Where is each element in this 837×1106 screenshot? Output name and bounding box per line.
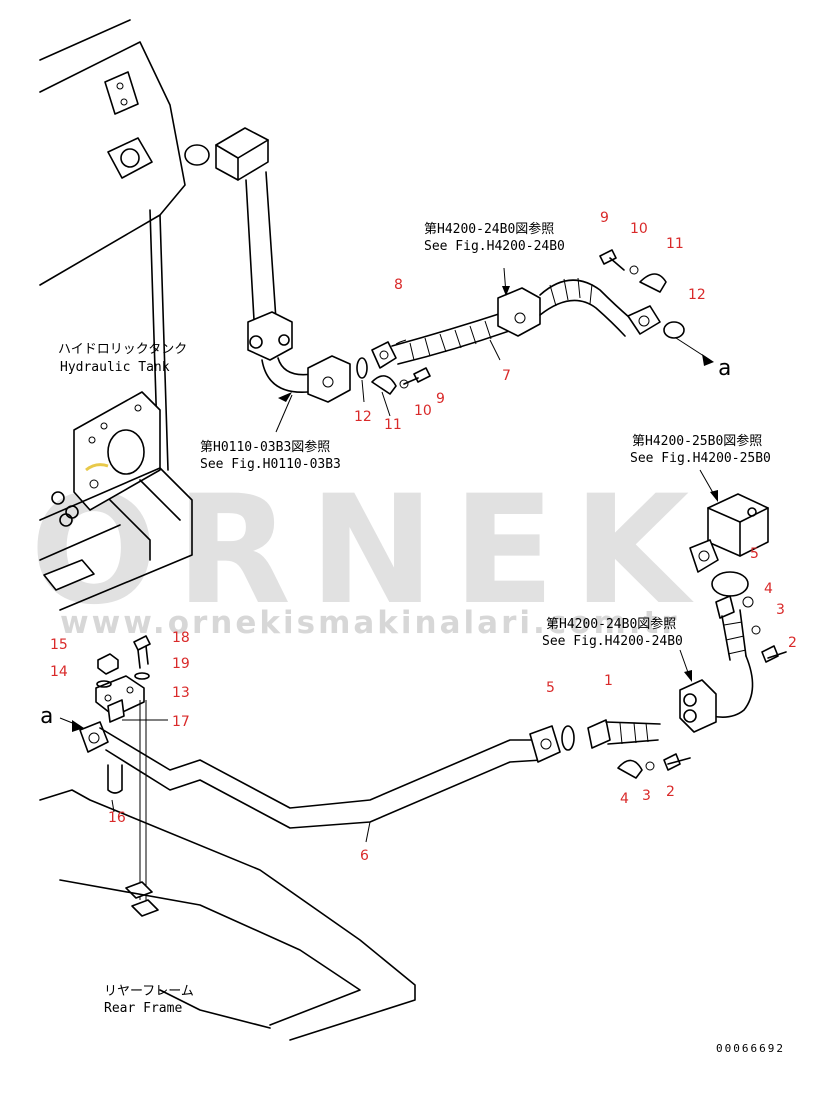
callout-7: 7 — [502, 368, 511, 384]
callout-17: 17 — [172, 714, 190, 730]
label-rear-frame-jp: リヤーフレーム — [104, 984, 194, 999]
label-connection-a-top: a — [718, 356, 731, 381]
callout-4-lower: 4 — [620, 791, 629, 807]
reference-labels: ハイドロリックタンク Hydraulic Tank 第H4200-24B0図参照… — [40, 221, 785, 1055]
callout-5-upper: 5 — [750, 546, 759, 562]
label-ref-h4200-24b0-mid-jp: 第H4200-24B0図参照 — [546, 616, 676, 632]
callout-18: 18 — [172, 630, 190, 646]
label-rear-frame-en: Rear Frame — [104, 1001, 182, 1016]
rear-frame — [39, 789, 416, 1041]
callout-11-lower: 11 — [384, 417, 402, 433]
label-drawing-number: 00066692 — [716, 1042, 785, 1055]
callout-10-lower: 10 — [414, 403, 432, 419]
callout-13: 13 — [172, 685, 190, 701]
label-hydraulic-tank-en: Hydraulic Tank — [60, 360, 170, 375]
highlight-mark — [85, 463, 109, 472]
callout-2-lower: 2 — [666, 784, 675, 800]
callout-8: 8 — [394, 277, 403, 293]
callout-19: 19 — [172, 656, 190, 672]
watermark-url: www.ornekismakinalari.com.tr — [60, 605, 680, 641]
bracket-assembly — [95, 635, 159, 917]
callout-11-upper: 11 — [666, 236, 684, 252]
watermark-brand: ORNEK — [30, 464, 707, 638]
label-connection-a-left: a — [40, 704, 53, 729]
callout-3-lower: 3 — [642, 788, 651, 804]
label-ref-h4200-24b0-mid-en: See Fig.H4200-24B0 — [542, 634, 683, 649]
tank-mount-plate — [73, 391, 161, 511]
callout-9-lower: 9 — [436, 391, 445, 407]
callout-6: 6 — [360, 848, 369, 864]
label-ref-h4200-24b0-top-en: See Fig.H4200-24B0 — [424, 239, 565, 254]
hose-1 — [587, 595, 787, 779]
label-ref-h4200-25b0-jp: 第H4200-25B0図参照 — [632, 433, 762, 449]
hose-8 — [371, 311, 513, 369]
pipe-6 — [79, 721, 561, 829]
hose-7-clamp — [497, 277, 685, 339]
callout-5-lower: 5 — [546, 680, 555, 696]
label-ref-h4200-25b0-en: See Fig.H4200-25B0 — [630, 451, 771, 466]
o-ring-5-lower — [561, 725, 575, 751]
callout-2-upper: 2 — [788, 635, 797, 651]
callout-numbers: 1 2 2 3 3 4 4 5 5 6 7 8 9 9 10 10 11 11 … — [50, 210, 797, 864]
fasteners-upper — [371, 249, 667, 395]
callout-12-lower: 12 — [354, 409, 372, 425]
callout-15: 15 — [50, 637, 68, 653]
label-ref-h0110-03b3-jp: 第H0110-03B3図参照 — [200, 439, 330, 455]
label-ref-h4200-24b0-top-jp: 第H4200-24B0図参照 — [424, 221, 554, 237]
leader-lines — [59, 267, 718, 843]
callout-4-upper: 4 — [764, 581, 773, 597]
suction-pipe — [215, 127, 368, 403]
callout-14: 14 — [50, 664, 68, 680]
callout-10-upper: 10 — [630, 221, 648, 237]
callout-3-upper: 3 — [776, 602, 785, 618]
callout-9-upper: 9 — [600, 210, 609, 226]
callout-12-upper: 12 — [688, 287, 706, 303]
frame-structure — [39, 467, 193, 611]
callout-1: 1 — [604, 673, 613, 689]
callout-16: 16 — [108, 810, 126, 826]
label-ref-h0110-03b3-en: See Fig.H0110-03B3 — [200, 457, 341, 472]
valve-block — [689, 493, 769, 597]
label-hydraulic-tank-jp: ハイドロリックタンク — [58, 342, 187, 357]
